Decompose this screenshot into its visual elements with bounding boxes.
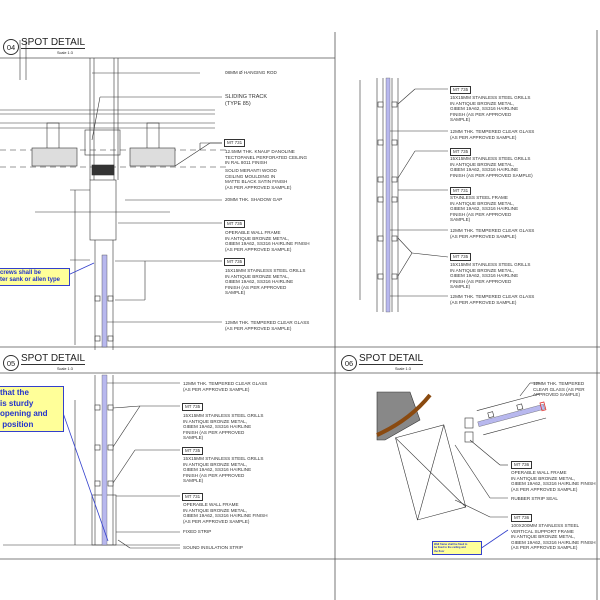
panel-04-title: 04 SPOT DETAIL [3,37,86,55]
callout: RUBBER STRIP SEAL [511,496,558,501]
callout: FIXED STRIP [183,529,212,534]
material-tag: MT 735 [450,86,472,94]
material-tag: MT 731 [450,187,472,195]
glass-pane [101,254,108,348]
callout: 15X15MM STAINLESS STEEL GRILLS IN ANTIQU… [183,456,264,484]
callout: 15X15MM STAINLESS STEEL GRILLS IN ANTIQU… [450,95,531,123]
review-comment-note[interactable]: Wall frame shall be fixed to be fixed to… [432,541,482,555]
callout: 12.5MM THK. KNAUF DANOLINE TECTOPANEL PE… [225,149,308,166]
material-tag: MT 736 [511,514,533,522]
material-tag: MT 736 [511,461,533,469]
callout: 12MM THK. TEMPERED CLEAR GLASS (AS PER A… [533,381,585,398]
scale-label: Scale 1:3 [395,367,411,371]
material-tag: MT 735 [224,220,246,228]
callout: 12MM THK. TEMPERED CLEAR GLASS (AS PER A… [225,320,310,331]
detail-title: SPOT DETAIL [359,353,424,365]
callout: 12MM THK. TEMPERED CLEAR GLASS (AS PER A… [450,129,535,140]
callout: 15X15MM STAINLESS STEEL GRILLS IN ANTIQU… [450,156,533,178]
material-tag: MT 735 [182,403,204,411]
callout: 15X15MM STAINLESS STEEL GRILLS IN ANTIQU… [225,268,306,296]
detail-number: 04 [3,39,19,55]
scale-label: Scale 1:3 [57,367,73,371]
callout: OPERABLE WALL FRAME IN ANTIQUE BRONZE ME… [511,470,596,492]
callout: STAINLESS STEEL FRAME IN ANTIQUE BRONZE … [450,195,519,223]
material-tag: MT 735 [450,253,472,261]
detail-title: SPOT DETAIL [21,353,86,365]
detail-number: 05 [3,355,19,371]
callout: 15X15MM STAINLESS STEEL GRILLS IN ANTIQU… [183,413,264,441]
callout: 08MM Ø HANGING ROD [225,70,277,75]
material-tag: MT 735 [182,447,204,455]
material-tag: MT 731 [224,139,246,147]
review-comment-note[interactable]: that the is sturdy opening and position [0,386,64,432]
scale-label: Scale 1:3 [57,51,73,55]
panel-06-title: 06 SPOT DETAIL [341,353,424,371]
callout: 15X15MM STAINLESS STEEL GRILLS IN ANTIQU… [450,262,531,290]
callout: 12MM THK. TEMPERED CLEAR GLASS (AS PER A… [183,381,268,392]
callout: SLIDING TRACK (TYPE 85) [225,94,268,107]
panel-05-title: 05 SPOT DETAIL [3,353,86,371]
callout: SOUND INSULATION STRIP [183,545,243,550]
review-comment-note[interactable]: crews shall be ter sank or allen type [0,268,70,286]
callout: 20MM THK. SHADOW GAP [225,197,283,202]
detail-number: 06 [341,355,357,371]
callout: 12MM THK. TEMPERED CLEAR GLASS (AS PER A… [450,294,535,305]
callout: OPERABLE WALL FRAME IN ANTIQUE BRONZE ME… [225,230,310,252]
callout: 12MM THK. TEMPERED CLEAR GLASS (AS PER A… [450,228,535,239]
material-tag: MT 735 [224,258,246,266]
callout: 100X200MM STAINLESS STEEL VERTICAL SUPPO… [511,523,596,551]
material-tag: MT 731 [182,493,204,501]
detail-title: SPOT DETAIL [21,37,86,49]
material-tag: MT 735 [450,148,472,156]
callout: OPERABLE WALL FRAME IN ANTIQUE BRONZE ME… [183,502,268,524]
callout: SOLID MERANTI WOOD CEILING MOULDING IN M… [225,168,292,190]
